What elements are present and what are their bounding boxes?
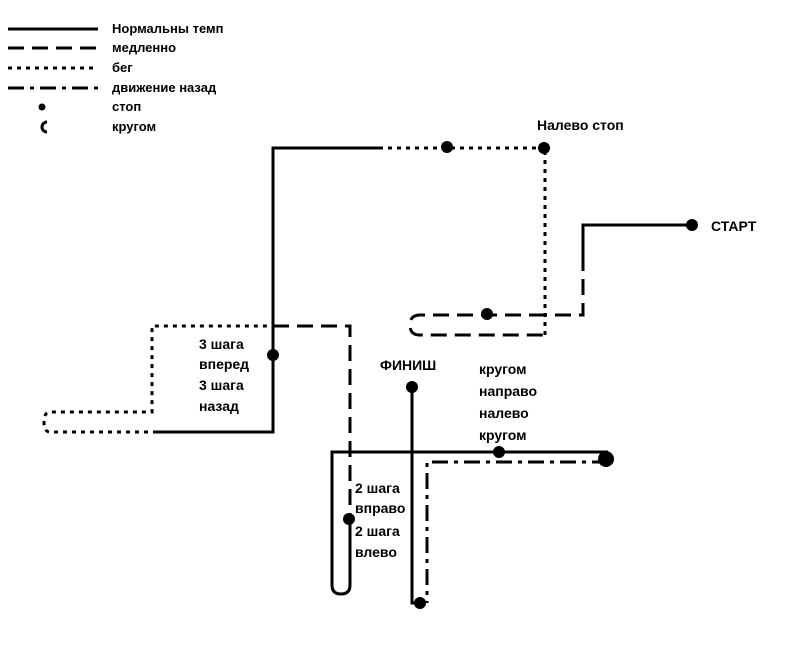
stop-dot-right-end [598,451,614,467]
label-turn-3: налево [479,405,529,421]
stop-dot-bottom [414,597,426,609]
legend-stop-dot [38,103,46,111]
legend: Нормальны темп медленно бег движение наз… [8,21,223,134]
legend-label-slow: медленно [112,40,176,55]
label-turn-1: кругом [479,361,527,377]
label-steps-forward-2: вперед [199,356,249,372]
diagram-labels: Налево стоп СТАРТ ФИНИШ 3 шага вперед 3 … [199,117,757,560]
route-solid-top-left [157,146,380,434]
stop-dots [267,141,698,609]
route-solid-finish [410,387,418,605]
legend-turn-icon [40,120,48,134]
label-finish: ФИНИШ [380,357,436,373]
stop-dot-steps [267,349,279,361]
label-steps-back-2: назад [199,398,239,414]
label-steps-back-1: 3 шага [199,377,244,393]
route-run-left-loop [42,324,273,434]
label-start: СТАРТ [711,218,757,234]
stop-dot-finish [406,381,418,393]
label-steps-forward-1: 3 шага [199,336,244,352]
legend-label-normal: Нормальны темп [112,21,223,36]
route-start-dashed [545,255,585,317]
stop-dot-back-segment [481,308,493,320]
label-side-steps-4: влево [355,544,397,560]
label-turn-2: направо [479,383,537,399]
route-start-solid [581,223,692,255]
label-side-steps-3: 2 шага [355,523,400,539]
route-solid-u-loop [330,450,608,596]
route-back-dashed [408,313,545,337]
stop-dot-turns [493,446,505,458]
legend-label-backward: движение назад [112,80,217,95]
route-slow-middle [273,324,352,520]
stop-dot-start [686,219,698,231]
stop-dot-top-middle [441,141,453,153]
label-side-steps-2: вправо [355,500,405,516]
stop-dot-side-steps [343,513,355,525]
label-side-steps-1: 2 шага [355,480,400,496]
route-backward-return [425,460,608,603]
legend-label-stop: стоп [112,99,141,114]
label-left-stop: Налево стоп [537,117,624,133]
label-turn-4: кругом [479,427,527,443]
legend-label-run: бег [112,60,133,75]
legend-label-turn: кругом [112,119,156,134]
stop-dot-left-stop [538,142,550,154]
